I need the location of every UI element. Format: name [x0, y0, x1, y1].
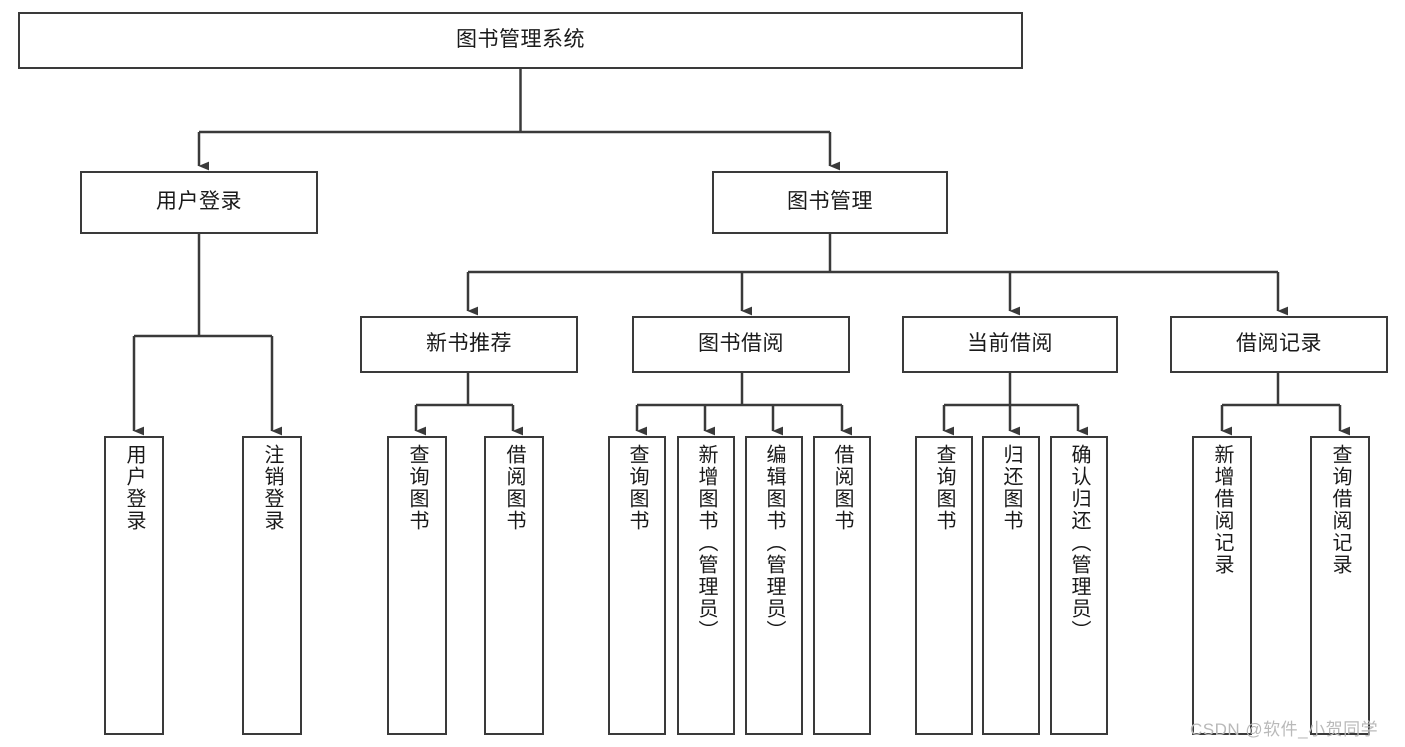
- node-leaf-query-book-3-label: 查询图书: [933, 444, 955, 532]
- node-new-book-recommend[interactable]: 新书推荐: [360, 316, 578, 373]
- node-leaf-query-book-3[interactable]: 查询图书: [915, 436, 973, 735]
- node-leaf-user-logout-label: 注销登录: [261, 444, 283, 532]
- node-root-label: 图书管理系统: [456, 28, 585, 52]
- node-borrow-record[interactable]: 借阅记录: [1170, 316, 1388, 373]
- csdn-watermark: CSDN @软件_小贺同学: [1190, 720, 1379, 739]
- node-leaf-borrow-book-2-label: 借阅图书: [831, 444, 853, 532]
- node-leaf-edit-book[interactable]: 编辑图书（管理员）: [745, 436, 803, 735]
- node-leaf-query-book-1[interactable]: 查询图书: [387, 436, 447, 735]
- node-leaf-user-logout[interactable]: 注销登录: [242, 436, 302, 735]
- node-current-borrow[interactable]: 当前借阅: [902, 316, 1118, 373]
- node-leaf-return-book-label: 归还图书: [1000, 444, 1022, 532]
- node-leaf-add-book-label: 新增图书（管理员）: [695, 444, 717, 642]
- node-leaf-query-record-label: 查询借阅记录: [1329, 444, 1351, 576]
- node-leaf-borrow-book-1[interactable]: 借阅图书: [484, 436, 544, 735]
- node-user-login[interactable]: 用户登录: [80, 171, 318, 234]
- node-current-borrow-label: 当前借阅: [967, 332, 1053, 356]
- node-book-manage-label: 图书管理: [787, 190, 873, 214]
- node-book-borrow-label: 图书借阅: [698, 332, 784, 356]
- node-borrow-record-label: 借阅记录: [1236, 332, 1322, 356]
- node-leaf-confirm-return-label: 确认归还（管理员）: [1068, 444, 1090, 642]
- node-leaf-return-book[interactable]: 归还图书: [982, 436, 1040, 735]
- node-root[interactable]: 图书管理系统: [18, 12, 1023, 69]
- node-leaf-query-book-2-label: 查询图书: [626, 444, 648, 532]
- node-leaf-query-record[interactable]: 查询借阅记录: [1310, 436, 1370, 735]
- node-book-borrow[interactable]: 图书借阅: [632, 316, 850, 373]
- node-leaf-edit-book-label: 编辑图书（管理员）: [763, 444, 785, 642]
- node-leaf-user-login[interactable]: 用户登录: [104, 436, 164, 735]
- node-leaf-add-book[interactable]: 新增图书（管理员）: [677, 436, 735, 735]
- node-book-manage[interactable]: 图书管理: [712, 171, 948, 234]
- node-leaf-borrow-book-1-label: 借阅图书: [503, 444, 525, 532]
- node-new-book-recommend-label: 新书推荐: [426, 332, 512, 356]
- node-leaf-borrow-book-2[interactable]: 借阅图书: [813, 436, 871, 735]
- node-leaf-add-record-label: 新增借阅记录: [1211, 444, 1233, 576]
- node-leaf-confirm-return[interactable]: 确认归还（管理员）: [1050, 436, 1108, 735]
- node-leaf-user-login-label: 用户登录: [123, 444, 145, 532]
- node-leaf-add-record[interactable]: 新增借阅记录: [1192, 436, 1252, 735]
- node-leaf-query-book-1-label: 查询图书: [406, 444, 428, 532]
- node-leaf-query-book-2[interactable]: 查询图书: [608, 436, 666, 735]
- node-user-login-label: 用户登录: [156, 190, 242, 214]
